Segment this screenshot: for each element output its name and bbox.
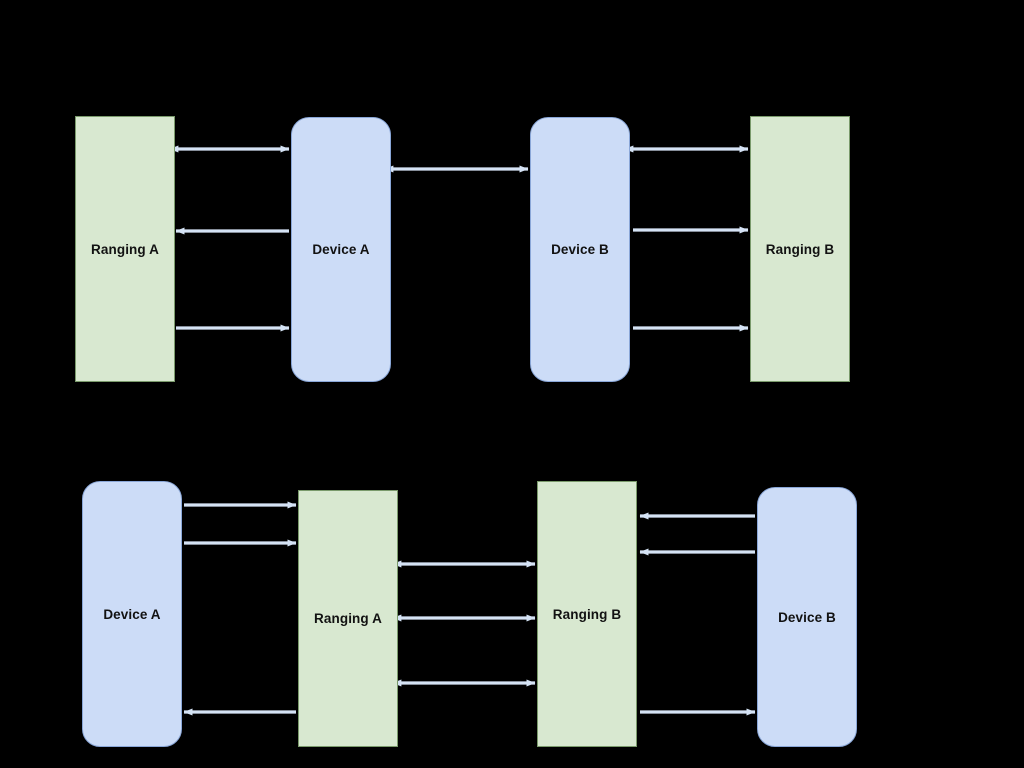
node-label-top-ranging-b: Ranging B (765, 241, 835, 257)
node-top-device-b[interactable]: Device B (530, 117, 630, 382)
node-label-top-device-b: Device B (551, 242, 609, 257)
node-bot-ranging-a[interactable]: Ranging A (298, 490, 398, 747)
node-top-ranging-b[interactable]: Ranging B (750, 116, 850, 382)
node-bot-ranging-b[interactable]: Ranging B (537, 481, 637, 747)
node-bot-device-a[interactable]: Device A (82, 481, 182, 747)
node-top-device-a[interactable]: Device A (291, 117, 391, 382)
node-top-ranging-a[interactable]: Ranging A (75, 116, 175, 382)
node-label-bot-device-a: Device A (103, 606, 161, 622)
node-label-top-ranging-a: Ranging A (91, 241, 159, 257)
node-label-bot-device-b: Device B (778, 609, 836, 625)
node-label-top-device-a: Device A (312, 242, 370, 257)
node-bot-device-b[interactable]: Device B (757, 487, 857, 747)
node-label-bot-ranging-b: Ranging B (552, 606, 622, 622)
node-label-bot-ranging-a: Ranging A (314, 611, 382, 626)
